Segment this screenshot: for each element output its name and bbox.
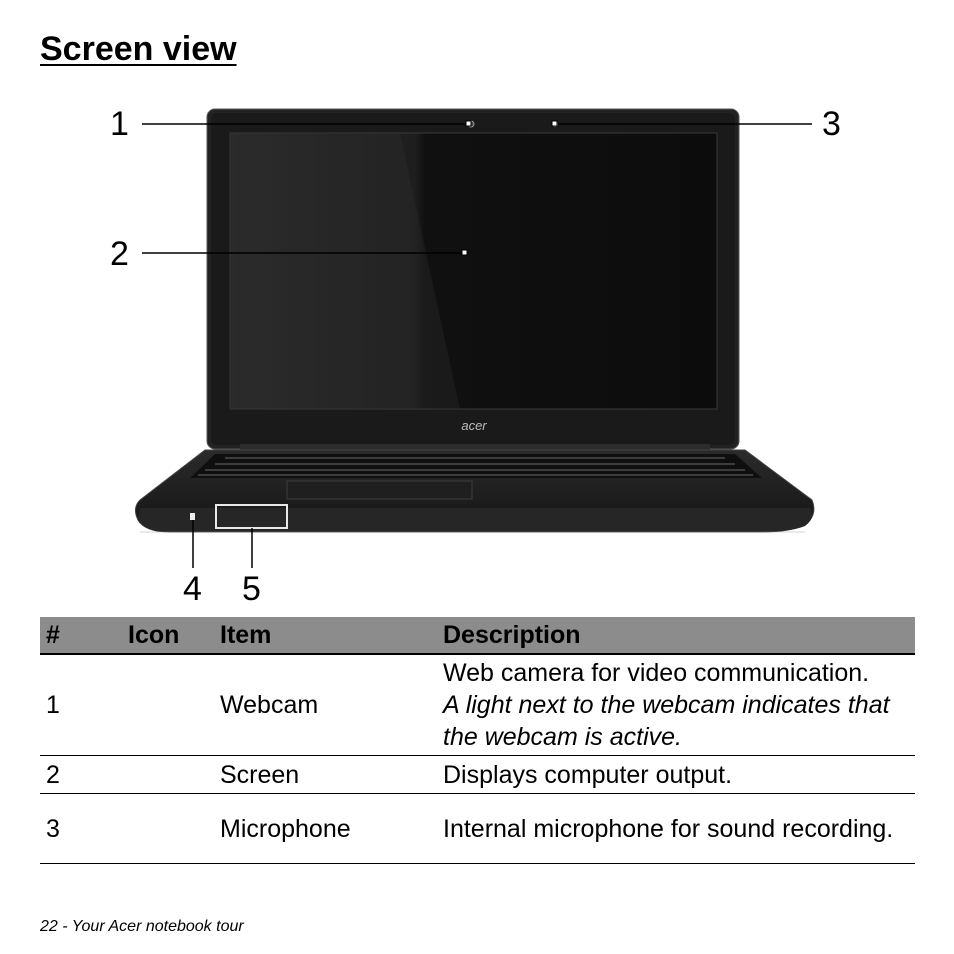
keyboard-keys — [198, 457, 753, 476]
page-title: Screen view — [40, 30, 237, 68]
callout-number-2: 2 — [110, 235, 129, 273]
row-icon — [122, 654, 214, 756]
row-icon — [122, 793, 214, 864]
row-number: 2 — [40, 755, 122, 794]
indicator-light — [190, 513, 195, 520]
page-footer: 22 - Your Acer notebook tour — [40, 918, 244, 935]
row-item: Microphone — [214, 793, 437, 864]
component-table: # Icon Item Description 1 Webcam Web cam… — [40, 617, 915, 864]
row-description-cell: Displays computer output. — [437, 755, 915, 794]
callout-number-4: 4 — [183, 570, 202, 608]
table-header-row: # Icon Item Description — [40, 617, 915, 655]
row-number: 3 — [40, 793, 122, 864]
column-header-item: Item — [214, 617, 437, 655]
table-row: 2 Screen Displays computer output. — [40, 755, 915, 794]
touchpad — [286, 480, 473, 500]
row-number: 1 — [40, 654, 122, 756]
row-item: Screen — [214, 755, 437, 794]
table-row: 3 Microphone Internal microphone for sou… — [40, 793, 915, 864]
callout-number-5: 5 — [242, 570, 261, 608]
laptop-screen — [229, 132, 718, 410]
row-description-note: A light next to the webcam indicates tha… — [443, 691, 890, 751]
callout-number-3: 3 — [822, 105, 841, 143]
laptop-figure: acer 1 2 3 4 5 — [110, 105, 841, 608]
brand-logo: acer — [461, 418, 487, 433]
row-description-cell: Internal microphone for sound recording. — [437, 793, 915, 864]
keyboard — [190, 454, 762, 478]
column-header-icon: Icon — [122, 617, 214, 655]
column-header-description: Description — [437, 617, 915, 655]
row-icon — [122, 755, 214, 794]
column-header-number: # — [40, 617, 122, 655]
callout-number-1: 1 — [110, 105, 129, 143]
table-row: 1 Webcam Web camera for video communicat… — [40, 654, 915, 756]
row-description: Displays computer output. — [443, 760, 733, 789]
laptop-illustration: acer — [134, 108, 815, 568]
row-description: Web camera for video communication. — [443, 659, 870, 687]
row-description: Internal microphone for sound recording. — [443, 814, 894, 843]
row-description-cell: Web camera for video communication. A li… — [437, 654, 915, 756]
row-item: Webcam — [214, 654, 437, 756]
